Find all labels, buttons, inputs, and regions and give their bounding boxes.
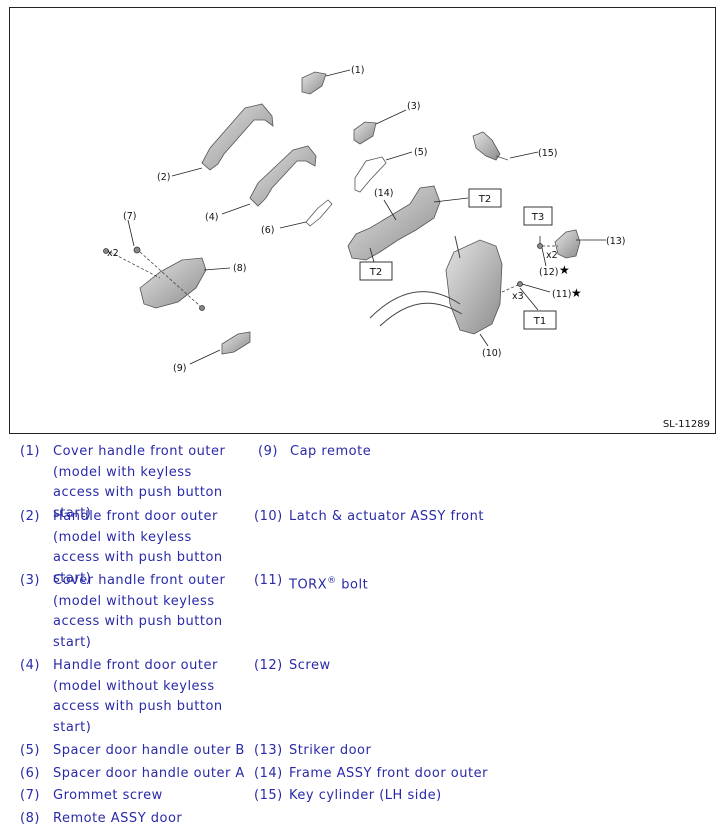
legend-text: Grommet screw — [53, 788, 163, 803]
star-mark-11: ★ — [571, 286, 582, 300]
legend-text: Handle front door outer (model without k… — [53, 658, 223, 735]
legend-num: (9) — [258, 444, 278, 459]
torque-box-t2-upper — [468, 188, 502, 208]
part-13-striker — [554, 229, 581, 259]
qty-x2-left: x2 — [107, 248, 119, 259]
legend-num: (4) — [20, 658, 40, 673]
part-3-cover-handle — [353, 121, 377, 145]
torque-label-t2-lower: T2 — [369, 267, 382, 278]
part-10-latch — [445, 239, 503, 335]
callout-3: (3) — [407, 101, 420, 112]
part-1-cover-handle — [301, 71, 327, 95]
legend-text: Cover handle front outer (model without … — [53, 573, 226, 650]
callout-1: (1) — [351, 65, 364, 76]
legend-text: Spacer door handle outer A — [53, 766, 245, 781]
part-5-spacer-b — [354, 156, 387, 193]
callout-15: (15) — [538, 148, 558, 159]
legend-text: Spacer door handle outer B — [53, 743, 245, 758]
torque-box-t1 — [523, 310, 557, 330]
callout-2: (2) — [157, 172, 170, 183]
legend-text: TORX — [289, 577, 328, 593]
part-9-cap-remote — [221, 331, 251, 355]
legend-text: Handle front door outer (model with keyl… — [53, 509, 223, 586]
part-14-frame — [347, 185, 441, 261]
callout-8: (8) — [233, 263, 246, 274]
legend-num: (3) — [20, 573, 40, 588]
callout-9: (9) — [173, 363, 186, 374]
qty-x2-right: x2 — [546, 250, 558, 261]
callout-10: (10) — [482, 348, 502, 359]
part-6-spacer-a — [305, 199, 333, 227]
part-15-key-cylinder — [472, 131, 501, 161]
legend-num: (8) — [20, 811, 40, 826]
legend-text: Latch & actuator ASSY front — [289, 509, 484, 524]
legend-num: (7) — [20, 788, 40, 803]
legend-num: (12) — [254, 658, 283, 673]
legend-num: (1) — [20, 444, 40, 459]
legend-num: (14) — [254, 766, 283, 781]
part-2-handle — [201, 103, 274, 171]
legend-num: (11) — [254, 573, 283, 588]
legend-text: Remote ASSY door — [53, 811, 183, 826]
legend-text-torx: TORX® bolt — [289, 571, 489, 596]
torque-label-t1: T1 — [533, 316, 546, 327]
callout-11: (11) — [552, 289, 572, 300]
registered-mark: ® — [327, 576, 337, 586]
legend-text: Key cylinder (LH side) — [289, 788, 442, 803]
part-8-remote-assy — [139, 257, 207, 309]
legend-text: Frame ASSY front door outer — [289, 766, 488, 781]
callout-12: (12) — [539, 267, 559, 278]
qty-x3: x3 — [512, 291, 524, 302]
legend-num: (5) — [20, 743, 40, 758]
torque-box-t3 — [523, 206, 553, 226]
star-mark-12: ★ — [559, 263, 570, 277]
figure-id: SL-11289 — [662, 419, 710, 430]
legend-num: (15) — [254, 788, 283, 803]
callout-4: (4) — [205, 212, 218, 223]
legend-num: (13) — [254, 743, 283, 758]
legend-num: (6) — [20, 766, 40, 781]
torque-box-t2-lower — [359, 261, 393, 281]
exploded-parts-diagram: (1) (2) (3) (4) (5) (6) (7) (8) (9) (10)… — [9, 7, 716, 434]
callout-6: (6) — [261, 225, 274, 236]
legend-text: Screw — [289, 658, 331, 673]
callout-13: (13) — [606, 236, 626, 247]
callout-7: (7) — [123, 211, 136, 222]
legend-num: (10) — [254, 509, 283, 524]
callout-14: (14) — [374, 188, 394, 199]
part-4-handle — [249, 145, 317, 207]
legend-text-suffix: bolt — [336, 577, 369, 593]
legend-text: Cap remote — [290, 444, 372, 459]
legend-text: Cover handle front outer (model with key… — [53, 444, 226, 521]
diagram-canvas: (1) (2) (3) (4) (5) (6) (7) (8) (9) (10)… — [103, 65, 626, 374]
legend-text: Striker door — [289, 743, 372, 758]
torque-label-t2-upper: T2 — [478, 194, 491, 205]
callout-5: (5) — [414, 147, 427, 158]
torque-label-t3: T3 — [531, 212, 544, 223]
legend-num: (2) — [20, 509, 40, 524]
